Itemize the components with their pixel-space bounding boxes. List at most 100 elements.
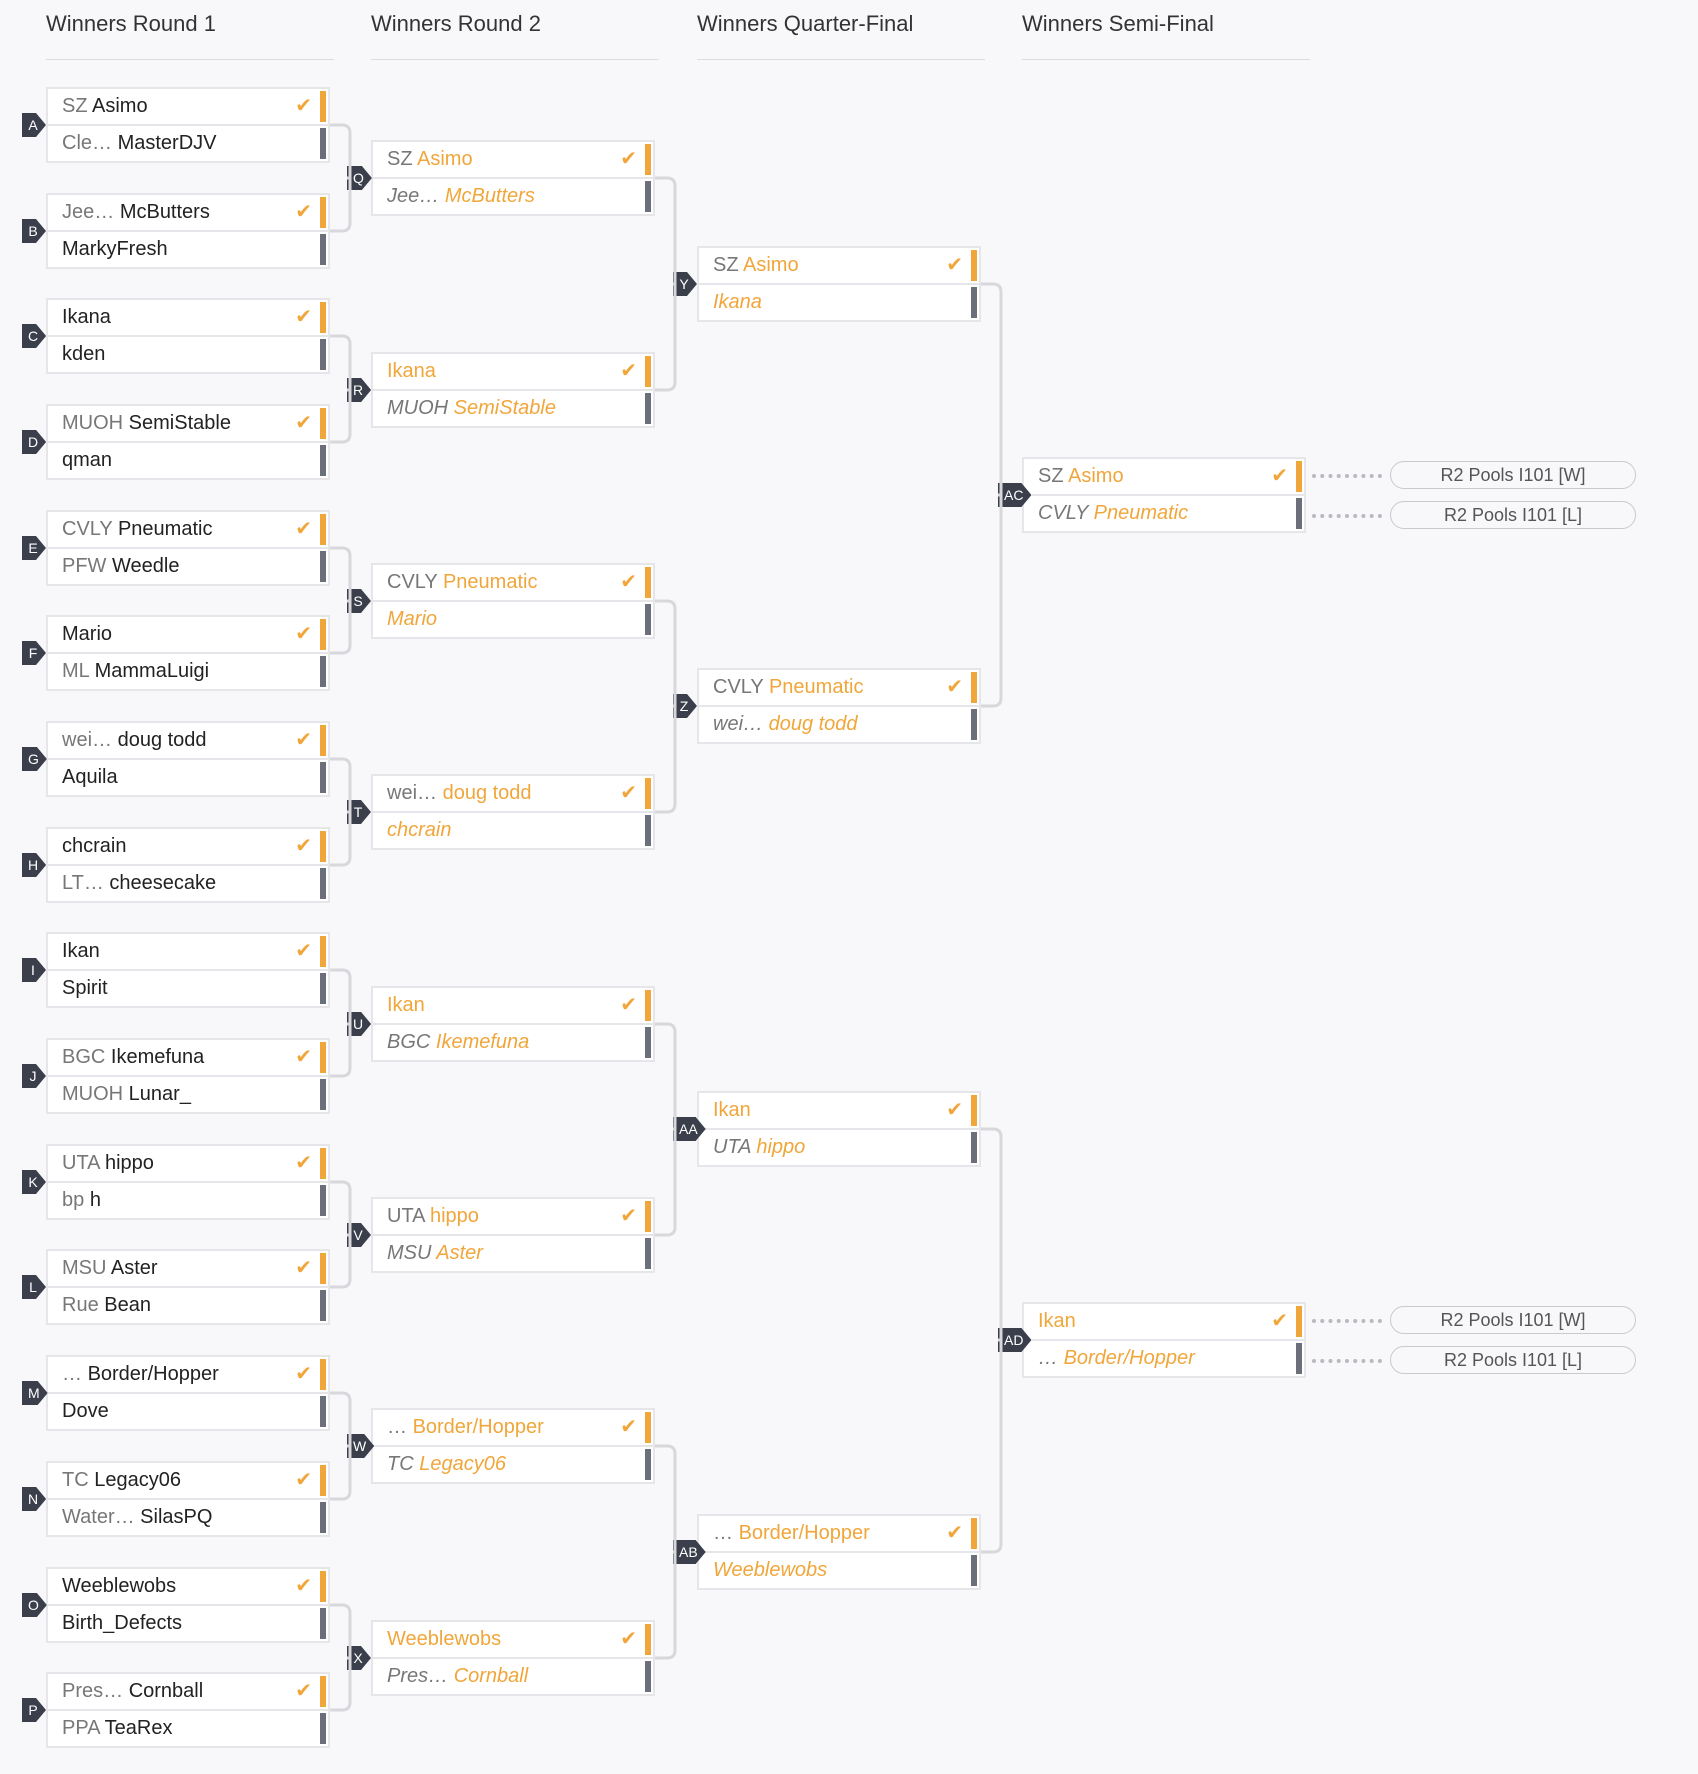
player-slot-bottom[interactable]: Water… SilasPQ [46,1499,330,1537]
player-slot-top[interactable]: Ikan✔ [697,1091,981,1129]
match-tag[interactable]: V [347,1223,371,1247]
player-slot-bottom[interactable]: CVLY Pneumatic [1022,495,1306,533]
match-tag[interactable]: K [22,1170,46,1194]
match-tag[interactable]: X [347,1646,371,1670]
player-slot-bottom[interactable]: PFW Weedle [46,548,330,586]
match-tag[interactable]: J [22,1064,46,1088]
player-slot-top[interactable]: … Border/Hopper✔ [371,1408,655,1446]
player-slot-bottom[interactable]: Mario [371,601,655,639]
player-slot-bottom[interactable]: wei… doug todd [697,706,981,744]
check-icon: ✔ [946,254,963,276]
team-prefix: wei… [387,782,443,804]
winner-bar [320,725,326,756]
player-slot-top[interactable]: Weeblewobs✔ [371,1620,655,1658]
pool-link-dots [1312,1319,1382,1323]
player-slot-bottom[interactable]: UTA hippo [697,1129,981,1167]
player-slot-top[interactable]: Ikana✔ [371,352,655,390]
pool-loser-link[interactable]: R2 Pools I101 [L] [1390,501,1636,529]
player-slot-top[interactable]: … Border/Hopper✔ [46,1355,330,1393]
player-slot-bottom[interactable]: Dove [46,1393,330,1431]
player-slot-top[interactable]: Mario✔ [46,615,330,653]
team-prefix: UTA [713,1136,757,1158]
player-slot-top[interactable]: CVLY Pneumatic✔ [697,668,981,706]
match-tag[interactable]: T [347,800,371,824]
player-slot-top[interactable]: MUOH SemiStable✔ [46,404,330,442]
player-slot-top[interactable]: Ikana✔ [46,298,330,336]
player-slot-top[interactable]: Pres… Cornball✔ [46,1672,330,1710]
match-tag[interactable]: Q [347,166,372,190]
team-prefix: LT… [62,872,110,894]
match-tag[interactable]: G [22,747,47,771]
player-slot-top[interactable]: UTA hippo✔ [371,1197,655,1235]
player-slot-bottom[interactable]: MarkyFresh [46,231,330,269]
player-slot-top[interactable]: Ikan✔ [1022,1302,1306,1340]
player-slot-top[interactable]: Ikan✔ [371,986,655,1024]
match-tag[interactable]: U [347,1012,371,1036]
player-slot-bottom[interactable]: qman [46,442,330,480]
team-prefix: Rue [62,1294,105,1316]
player-slot-bottom[interactable]: LT… cheesecake [46,865,330,903]
player-slot-top[interactable]: Ikan✔ [46,932,330,970]
player-slot-bottom[interactable]: Birth_Defects [46,1605,330,1643]
player-slot-bottom[interactable]: Weeblewobs [697,1552,981,1590]
match-tag[interactable]: B [22,219,46,243]
match-tag[interactable]: N [22,1487,46,1511]
match-tag[interactable]: O [22,1593,47,1617]
player-slot-bottom[interactable]: PPA TeaRex [46,1710,330,1748]
player-slot-bottom[interactable]: Rue Bean [46,1287,330,1325]
player-slot-top[interactable]: CVLY Pneumatic✔ [46,510,330,548]
player-slot-bottom[interactable]: chcrain [371,812,655,850]
player-slot-bottom[interactable]: … Border/Hopper [1022,1340,1306,1378]
player-slot-bottom[interactable]: MSU Aster [371,1235,655,1273]
player-slot-bottom[interactable]: MUOH SemiStable [371,390,655,428]
match-tag[interactable]: R [347,378,371,402]
player-slot-bottom[interactable]: Aquila [46,759,330,797]
match-tag[interactable]: E [22,536,46,560]
player-slot-top[interactable]: … Border/Hopper✔ [697,1514,981,1552]
match-m: … Border/Hopper✔Dove [46,1355,330,1435]
player-slot-top[interactable]: SZ Asimo✔ [1022,457,1306,495]
player-slot-top[interactable]: Weeblewobs✔ [46,1567,330,1605]
player-slot-bottom[interactable]: kden [46,336,330,374]
player-slot-top[interactable]: Jee… McButters✔ [46,193,330,231]
check-icon: ✔ [295,1363,312,1385]
winner-bar [971,250,977,281]
player-slot-bottom[interactable]: Jee… McButters [371,178,655,216]
player-name: Ikan [713,1099,751,1121]
match-tag[interactable]: D [22,430,46,454]
player-slot-top[interactable]: chcrain✔ [46,827,330,865]
player-slot-top[interactable]: SZ Asimo✔ [697,246,981,284]
player-slot-bottom[interactable]: Spirit [46,970,330,1008]
player-slot-bottom[interactable]: BGC Ikemefuna [371,1024,655,1062]
pool-winner-link[interactable]: R2 Pools I101 [W] [1390,1306,1636,1334]
player-slot-top[interactable]: SZ Asimo✔ [46,87,330,125]
player-slot-bottom[interactable]: MUOH Lunar_ [46,1076,330,1114]
match-tag[interactable]: S [347,589,371,613]
match-tag[interactable]: I [22,958,46,982]
match-tag[interactable]: F [22,641,46,665]
match-tag[interactable]: M [22,1381,48,1405]
match-tag[interactable]: Z [673,694,697,718]
pool-winner-link[interactable]: R2 Pools I101 [W] [1390,461,1636,489]
player-slot-top[interactable]: MSU Aster✔ [46,1249,330,1287]
pool-loser-link[interactable]: R2 Pools I101 [L] [1390,1346,1636,1374]
match-tag[interactable]: A [22,113,46,137]
player-slot-bottom[interactable]: Ikana [697,284,981,322]
player-slot-top[interactable]: wei… doug todd✔ [46,721,330,759]
match-tag[interactable]: Y [673,272,697,296]
player-slot-bottom[interactable]: ML MammaLuigi [46,653,330,691]
player-slot-bottom[interactable]: Pres… Cornball [371,1658,655,1696]
player-slot-top[interactable]: BGC Ikemefuna✔ [46,1038,330,1076]
player-slot-top[interactable]: TC Legacy06✔ [46,1461,330,1499]
player-slot-bottom[interactable]: TC Legacy06 [371,1446,655,1484]
match-tag[interactable]: L [22,1275,46,1299]
player-slot-top[interactable]: wei… doug todd✔ [371,774,655,812]
match-tag[interactable]: H [22,853,46,877]
match-tag[interactable]: C [22,324,46,348]
player-slot-top[interactable]: CVLY Pneumatic✔ [371,563,655,601]
player-slot-top[interactable]: UTA hippo✔ [46,1144,330,1182]
player-slot-top[interactable]: SZ Asimo✔ [371,140,655,178]
player-slot-bottom[interactable]: bp h [46,1182,330,1220]
match-tag[interactable]: P [22,1698,46,1722]
player-slot-bottom[interactable]: Cle… MasterDJV [46,125,330,163]
